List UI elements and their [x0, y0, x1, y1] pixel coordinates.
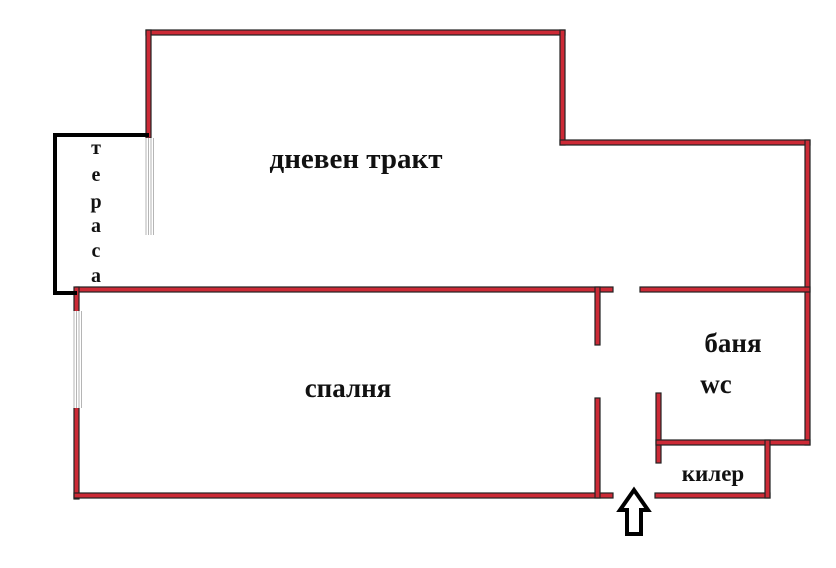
wall-middle-left	[75, 286, 614, 293]
wall-bottom-left	[73, 492, 614, 499]
room-label-storage: килер	[682, 461, 744, 486]
terrace-letter: а	[91, 215, 101, 237]
wall-middle-right	[639, 286, 811, 293]
room-label-bathroom: баня	[704, 328, 761, 358]
terrace-wall-left	[53, 133, 57, 295]
room-label-terrace: т е р а с а	[90, 137, 101, 287]
room-label-wc: wc	[700, 369, 731, 399]
wall-corridor-left-upper	[594, 286, 601, 346]
terrace-letter: с	[92, 240, 101, 262]
wall-corridor-left-lower	[594, 397, 601, 499]
room-label-bedroom: спалня	[305, 373, 392, 403]
terrace-letter: т	[91, 137, 101, 159]
terrace-walls	[53, 133, 149, 295]
room-label-living: дневен тракт	[270, 143, 443, 175]
wall-top	[145, 29, 566, 36]
terrace-wall-top	[53, 133, 149, 137]
terrace-letter: а	[91, 265, 101, 287]
wall-living-left	[145, 29, 152, 139]
wall-step-vertical	[559, 29, 566, 146]
wall-step-horizontal	[559, 139, 811, 146]
entrance-arrow-icon	[616, 486, 652, 536]
wall-storage-right	[764, 439, 771, 499]
window-bedroom	[73, 311, 82, 408]
terrace-letter: е	[92, 164, 101, 186]
wall-bathroom-left	[655, 392, 662, 464]
terrace-wall-bottom	[53, 291, 77, 295]
window-terrace	[145, 138, 154, 235]
walls	[73, 29, 811, 500]
wall-bathroom-bottom	[655, 439, 811, 446]
wall-bottom-right	[654, 492, 771, 499]
terrace-letter: р	[90, 191, 101, 213]
